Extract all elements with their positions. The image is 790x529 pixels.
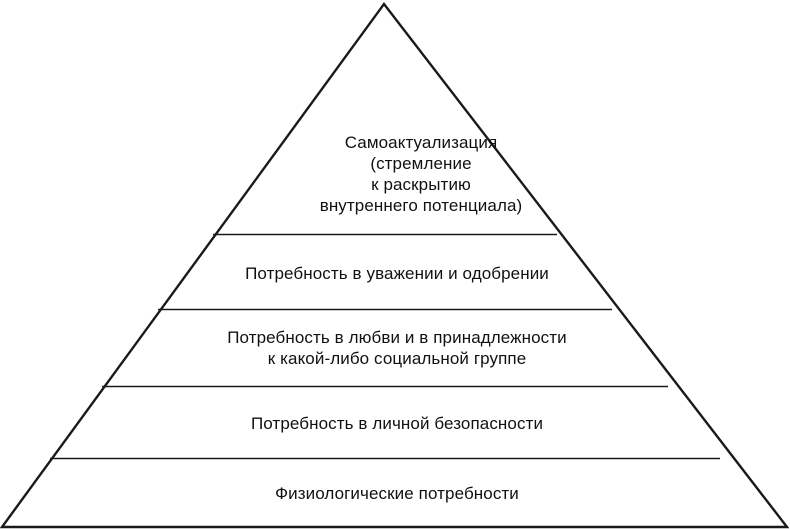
tier-label-line: внутреннего потенциала) bbox=[319, 196, 523, 215]
tier-label-line: к раскрытию bbox=[371, 175, 471, 194]
tier-label-self-actualization: Самоактуализация (стремление к раскрытию… bbox=[26, 132, 790, 216]
tier-label-line: Самоактуализация bbox=[344, 133, 498, 152]
tier-label-safety: Потребность в личной безопасности bbox=[2, 413, 790, 434]
tier-label-line: к какой-либо социальной группе bbox=[267, 349, 527, 368]
tier-label-line: Потребность в уважении и одобрении bbox=[245, 264, 549, 283]
tier-label-line: Физиологические потребности bbox=[275, 484, 519, 503]
tier-label-physiological: Физиологические потребности bbox=[2, 483, 790, 504]
tier-label-line: (стремление bbox=[370, 154, 472, 173]
tier-label-line: Потребность в любви и в принадлежности bbox=[227, 328, 567, 347]
tier-label-belonging: Потребность в любви и в принадлежности к… bbox=[2, 327, 790, 369]
tier-label-esteem: Потребность в уважении и одобрении bbox=[2, 263, 790, 284]
tier-label-line: Потребность в личной безопасности bbox=[250, 414, 544, 433]
